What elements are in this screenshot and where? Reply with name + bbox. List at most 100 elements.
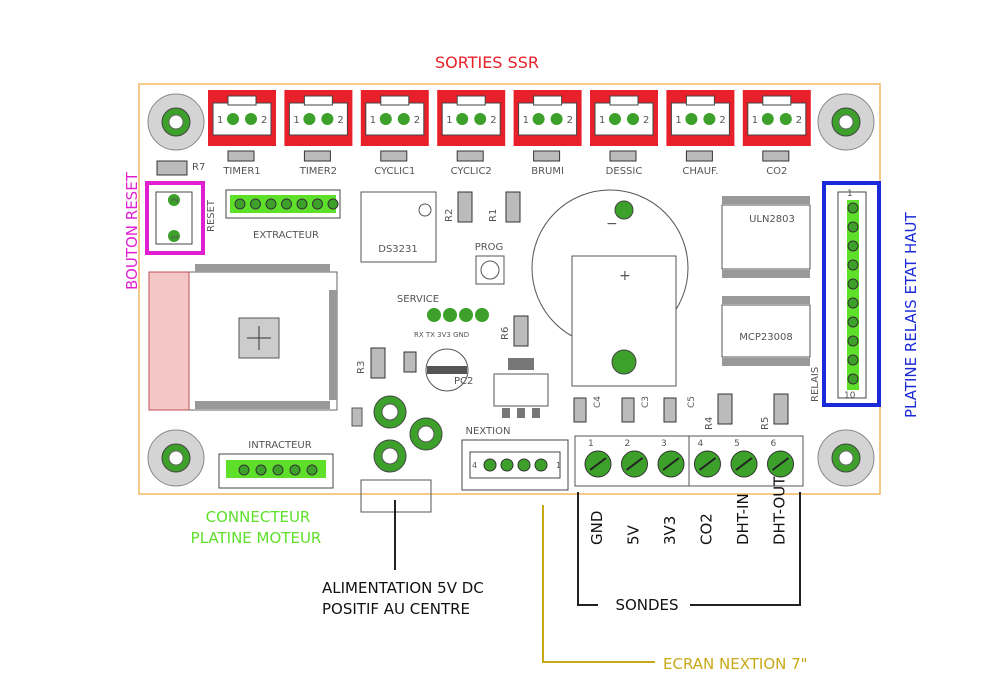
uln2803-label: ULN2803 bbox=[749, 214, 795, 225]
service-label: SERVICE bbox=[397, 294, 439, 305]
service-pins-label: RX TX 3V3 GND bbox=[414, 331, 469, 339]
relay-pin-10: 10 bbox=[844, 391, 856, 401]
c3-capacitor bbox=[621, 397, 635, 423]
service-header bbox=[427, 308, 489, 322]
ssr-output-label: CYCLIC2 bbox=[451, 166, 492, 177]
ssr-pin-1: 1 bbox=[599, 115, 605, 126]
ssr-pin-2: 2 bbox=[414, 115, 420, 126]
relay-pin-1: 1 bbox=[847, 189, 853, 199]
nextion-pin-4: 4 bbox=[472, 461, 477, 470]
sensor-pin-label: DHT-OUT bbox=[771, 476, 789, 545]
r7-resistor bbox=[156, 160, 188, 176]
r5-resistor bbox=[773, 393, 789, 425]
sensor-pin-label: GND bbox=[588, 511, 606, 545]
uln2803-chip bbox=[721, 204, 811, 270]
sensor-pin-number: 6 bbox=[771, 439, 777, 449]
pc2-label: PC2 bbox=[454, 376, 473, 387]
r7-label: R7 bbox=[192, 162, 205, 173]
nextion-pin-1: 1 bbox=[556, 461, 561, 470]
extracteur-label: EXTRACTEUR bbox=[253, 230, 319, 241]
sondes-label: SONDES bbox=[615, 596, 678, 614]
sensor-pin-number: 1 bbox=[588, 439, 594, 449]
battery-plus: + bbox=[619, 268, 631, 284]
prog-label: PROG bbox=[475, 242, 504, 253]
sensor-pin-number: 5 bbox=[734, 439, 740, 449]
relay-board-label: PLATINE RELAIS ETAT HAUT bbox=[902, 212, 920, 418]
ssr-pin-2: 2 bbox=[796, 115, 802, 126]
nextion-silk: NEXTION bbox=[466, 426, 511, 437]
ssr-pin-2: 2 bbox=[261, 115, 267, 126]
mcp23008-chip bbox=[721, 304, 811, 358]
sondes-bracket-right bbox=[690, 492, 801, 606]
reset-pin-2: 2 bbox=[171, 197, 181, 203]
sensor-pin-label: 5V bbox=[625, 524, 643, 545]
nextion-callout-line bbox=[542, 505, 655, 663]
ssr-pin-2: 2 bbox=[719, 115, 725, 126]
r1-label: R1 bbox=[488, 209, 499, 222]
sensor-pin-label: 3V3 bbox=[661, 516, 679, 545]
ssr-pin-1: 1 bbox=[752, 115, 758, 126]
motor-connector-label-1: CONNECTEUR bbox=[206, 508, 311, 526]
ssr-pin-1: 1 bbox=[446, 115, 452, 126]
ssr-output-label: CO2 bbox=[766, 166, 787, 177]
r2-resistor bbox=[457, 191, 473, 223]
mcp23008-label: MCP23008 bbox=[739, 332, 792, 343]
battery-minus: − bbox=[606, 216, 618, 232]
ssr-pin-2: 2 bbox=[643, 115, 649, 126]
sensor-pin-number: 3 bbox=[661, 439, 667, 449]
c5-label: C5 bbox=[687, 396, 697, 408]
ssr-pin-2: 2 bbox=[490, 115, 496, 126]
relais-silk: RELAIS bbox=[810, 367, 821, 402]
sondes-bracket bbox=[577, 492, 598, 606]
r6-label: R6 bbox=[500, 327, 511, 340]
ssr-pin-1: 1 bbox=[523, 115, 529, 126]
c4-capacitor bbox=[573, 397, 587, 423]
power-label-1: ALIMENTATION 5V DC bbox=[322, 579, 484, 597]
r3-resistor bbox=[370, 347, 386, 379]
ds3231-chip bbox=[360, 191, 437, 263]
regulator bbox=[493, 373, 549, 407]
ssr-title: SORTIES SSR bbox=[435, 53, 539, 72]
ssr-output-label: BRUMI bbox=[531, 166, 564, 177]
ssr-pin-2: 2 bbox=[567, 115, 573, 126]
ssr-output-label: CYCLIC1 bbox=[374, 166, 415, 177]
sensor-pin-label: DHT-IN bbox=[734, 493, 752, 545]
ssr-pin-2: 2 bbox=[337, 115, 343, 126]
power-jack bbox=[351, 395, 443, 513]
r5-label: R5 bbox=[760, 417, 771, 430]
motor-connector-label-2: PLATINE MOTEUR bbox=[191, 529, 322, 547]
mounting-hole bbox=[817, 93, 875, 151]
ds3231-label: DS3231 bbox=[378, 244, 418, 255]
reset-pin-1: 1 bbox=[171, 234, 181, 240]
ssr-pin-1: 1 bbox=[217, 115, 223, 126]
c5-capacitor bbox=[663, 397, 677, 423]
mounting-hole bbox=[147, 429, 205, 487]
nextion-screen-label: ECRAN NEXTION 7" bbox=[663, 655, 808, 673]
r2-label: R2 bbox=[444, 209, 455, 222]
r4-label: R4 bbox=[704, 417, 715, 430]
c4-label: C4 bbox=[593, 396, 603, 408]
intracteur-label: INTRACTEUR bbox=[248, 440, 311, 451]
ssr-pin-1: 1 bbox=[293, 115, 299, 126]
ssr-output-label: TIMER1 bbox=[222, 166, 260, 177]
r3-label: R3 bbox=[356, 361, 367, 374]
c3-label: C3 bbox=[641, 396, 651, 408]
sensor-pin-number: 4 bbox=[698, 439, 704, 449]
ssr-output-label: CHAUF. bbox=[682, 166, 718, 177]
sensor-pin-number: 2 bbox=[625, 439, 631, 449]
power-label-2: POSITIF AU CENTRE bbox=[322, 600, 470, 618]
r6-resistor bbox=[513, 315, 529, 347]
ssr-output-label: DESSIC bbox=[606, 166, 643, 177]
reset-silk: RESET bbox=[206, 199, 217, 232]
sensor-pin-label: CO2 bbox=[698, 513, 716, 545]
ssr-pin-1: 1 bbox=[370, 115, 376, 126]
